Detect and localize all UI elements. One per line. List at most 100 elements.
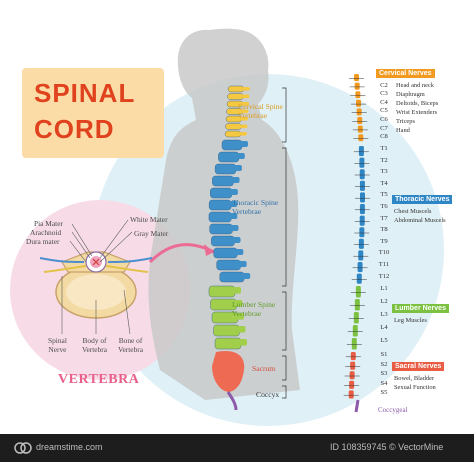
fn-abdominal-muscles: Abdominal Muscels	[394, 217, 446, 224]
thoracic-vertebra-process	[230, 225, 239, 231]
nerve-segment-t4	[359, 180, 365, 191]
region-thoracic: Thoracic Spine Vertebrae	[232, 198, 279, 216]
fn-hand: Hand	[396, 127, 410, 134]
nerve-segment-t12	[356, 273, 362, 284]
nerve-segment-s5	[348, 390, 354, 399]
fn-bowel-bladder: Bowel, Bladder	[394, 375, 435, 382]
nerve-code-c4: C4	[380, 98, 388, 106]
nerve-code-l2: L2	[380, 298, 388, 305]
fn-deltoids-biceps: Deltoids, Biceps	[396, 100, 439, 107]
thoracic-vertebra-process	[235, 249, 244, 255]
nerve-segment-c3	[355, 91, 361, 99]
nerve-segment-t1	[358, 146, 364, 157]
nerve-code-s1: S1	[380, 351, 388, 358]
thoracic-vertebra-process	[240, 141, 248, 147]
nerve-code-t5: T5	[380, 191, 388, 199]
nerve-segment-c2	[354, 82, 360, 90]
label-coccygeal: Coccygeal	[378, 406, 408, 414]
nerve-segment-c5	[356, 108, 362, 116]
cervical-vertebra-process	[241, 102, 249, 106]
header-thoracic-nerves: Thoracic Nerves	[392, 195, 453, 204]
header-cervical-nerves: Cervical Nerves	[376, 69, 435, 78]
lumbar-vertebra-process	[239, 339, 247, 346]
cervical-vertebra	[225, 123, 242, 130]
nerve-segment-l3	[353, 312, 359, 324]
nerve-segment-l5	[351, 338, 357, 350]
title-line-2: CORD	[34, 114, 115, 144]
nerve-segment-s1	[350, 352, 356, 361]
cervical-vertebra	[224, 130, 242, 138]
lumbar-vertebra-process	[237, 326, 246, 333]
thoracic-vertebra	[213, 247, 238, 259]
nerve-code-c2: C2	[380, 81, 388, 89]
fn-diaphragm: Diaphragm	[396, 91, 425, 98]
nerve-code-l5: L5	[380, 337, 388, 344]
footer-bar: dreamstime.com ID 108359745 © VectorMine	[0, 434, 474, 462]
region-brackets	[282, 87, 287, 399]
thoracic-vertebra-process	[242, 273, 251, 279]
cervical-vertebra-process	[242, 87, 250, 91]
fn-wrist-extenders: Wrist Extenders	[396, 109, 438, 116]
nerve-code-l1: L1	[380, 285, 388, 292]
label-arachnoid: Arachnoid	[30, 228, 62, 237]
thoracic-vertebra	[211, 235, 235, 247]
lumbar-vertebra	[214, 337, 242, 350]
nerve-segment-t11	[357, 262, 363, 273]
nerve-code-t2: T2	[380, 156, 388, 164]
thoracic-vertebra-process	[238, 261, 247, 267]
fn-chest-muscles: Chest Muscels	[394, 208, 432, 215]
cervical-vertebra-process	[240, 109, 249, 114]
lumbar-vertebra-process	[234, 300, 243, 307]
nerve-code-c8: C8	[380, 133, 388, 141]
thoracic-vertebra	[221, 139, 243, 151]
nerve-segment-t3	[359, 169, 365, 180]
label-bone-of-vertebra: Bone of Vertebra	[118, 336, 144, 354]
vertebra-cross-section	[39, 219, 153, 335]
nerve-code-l3: L3	[380, 311, 388, 318]
sacrum-bone	[212, 350, 245, 392]
header-sacral-nerves: Sacral Nerves	[392, 362, 445, 371]
diagram-artwork	[10, 28, 444, 426]
nerve-code-s4: S4	[380, 379, 388, 387]
label-spinal-nerve: Spinal Nerve	[48, 336, 67, 354]
region-sacrum: Sacrum	[252, 364, 276, 373]
thoracic-vertebra-process	[236, 153, 245, 159]
nerve-code-t4: T4	[380, 179, 388, 187]
thoracic-vertebra-process	[231, 177, 240, 183]
nerve-segment-c1	[354, 74, 359, 82]
cervical-vertebra-process	[239, 132, 247, 136]
thoracic-vertebra	[218, 151, 240, 163]
nerve-segment-t2	[359, 157, 365, 168]
nerve-code-c7: C7	[380, 124, 388, 132]
fn-head-neck: Head and neck	[396, 82, 434, 89]
lumbar-vertebra-process	[233, 287, 241, 294]
nerve-segment-s4	[349, 380, 355, 389]
nerve-segment-t10	[358, 250, 364, 261]
thoracic-vertebra	[208, 199, 232, 211]
nerve-code-t7: T7	[380, 214, 388, 222]
thoracic-vertebra	[210, 187, 233, 199]
thoracic-vertebra-process	[233, 165, 242, 171]
lumbar-vertebra	[208, 285, 236, 298]
thoracic-vertebra	[209, 223, 233, 235]
nerve-segment-coccygeal	[354, 399, 360, 413]
nerve-code-t11: T11	[378, 261, 390, 268]
header-lumber-nerves: Lumber Nerves	[392, 304, 449, 313]
thoracic-vertebra	[219, 271, 245, 283]
region-lumber: Lumber Spine Vertebrae	[232, 300, 276, 318]
fn-leg-muscles: Leg Muscles	[394, 317, 427, 324]
fn-sexual-function: Sexual Function	[394, 384, 436, 391]
nerve-strip	[343, 74, 370, 413]
nerve-segment-t5	[359, 192, 365, 203]
thoracic-vertebra-process	[229, 213, 238, 219]
region-coccyx: Coccyx	[256, 390, 280, 399]
fn-triceps: Triceps	[396, 118, 415, 125]
vertebra-caption: VERTEBRA	[58, 372, 140, 387]
coccyx-bone	[226, 391, 238, 411]
lumbar-vertebra	[213, 324, 240, 337]
nerve-code-t12: T12	[378, 272, 390, 280]
nerve-segment-l1	[355, 286, 361, 298]
cervical-vertebra	[227, 85, 245, 93]
label-body-of-vertebra: Body of Vertebra	[82, 336, 108, 354]
